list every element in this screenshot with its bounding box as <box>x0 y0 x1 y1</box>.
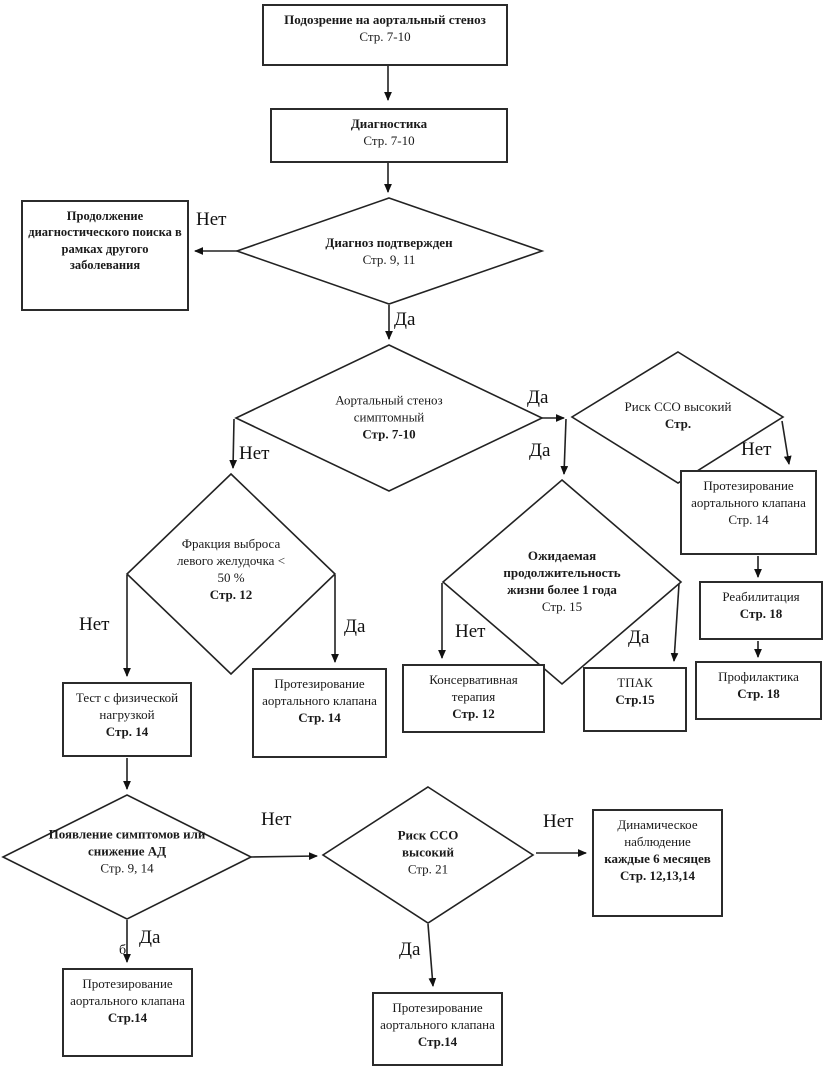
node-title: Подозрение на аортальный стеноз <box>284 12 486 27</box>
edge-label-yes-7: Да <box>399 939 421 960</box>
node-page: Стр. 9, 14 <box>100 860 154 876</box>
diamond-text-risk-cco-bottom: Риск ССО высокий Стр. 21 <box>373 828 483 879</box>
diamond-life-expectancy <box>441 478 683 686</box>
node-diagnostics: Диагностика Стр. 7-10 <box>270 108 508 163</box>
edge-label-no-2: Нет <box>239 443 270 464</box>
edge-label-no-7: Нет <box>543 811 574 832</box>
stray-b-label: б <box>119 943 127 958</box>
arrow-life-yes <box>670 583 680 662</box>
diamond-risk-cco-top <box>570 351 785 484</box>
edge-label-yes-3: Да <box>529 440 551 461</box>
node-page: Стр. 7-10 <box>363 132 415 148</box>
node-title: Аортальный стеноз симптомный <box>335 392 443 425</box>
edge-label-yes-6: Да <box>139 927 161 948</box>
node-avr-mid: Протезирование аортального клапана Стр. … <box>252 668 387 758</box>
node-title: Тест с физической нагрузкой <box>75 690 179 722</box>
node-dynamic-observation: Динамическое наблюдение каждые 6 месяцев… <box>592 809 723 917</box>
diamond-text-diagnosis-confirmed: Диагноз подтвержден Стр. 9, 11 <box>299 235 479 269</box>
node-page: Стр. 12,13,14 <box>620 867 695 883</box>
node-title: Протезирование аортального клапана <box>380 1000 495 1032</box>
node-title: Появление симптомов или снижение АД <box>48 826 206 859</box>
node-page: Стр. 21 <box>407 861 449 877</box>
diamond-symptoms-appear <box>1 794 253 920</box>
edge-label-no-1: Нет <box>196 209 227 230</box>
node-page: Стр. 14 <box>728 511 769 527</box>
node-title: Риск ССО высокий <box>624 399 732 415</box>
diamond-text-risk-cco-top: Риск ССО высокий Стр. <box>623 399 733 433</box>
node-page: Стр. 14 <box>298 709 341 725</box>
node-page: Стр. 7-10 <box>359 28 411 44</box>
diamond-text-symptomatic: Аортальный стеноз симптомный Стр. 7-10 <box>314 393 464 444</box>
node-title: Профилактика <box>718 669 799 684</box>
node-page: Стр.15 <box>615 691 655 707</box>
node-conservative: Консервативная терапия Стр. 12 <box>402 664 545 733</box>
arrow-junction-life-expectancy <box>560 418 569 475</box>
arrow-risk-bottom-yes <box>427 923 437 987</box>
node-line2: каждые 6 месяцев <box>604 850 711 866</box>
node-page: Стр.14 <box>107 1009 148 1025</box>
node-page: Стр. 18 <box>737 685 780 701</box>
diamond-text-ef-lv: Фракция выброса левого желудочка < 50 % … <box>174 536 288 604</box>
node-page: Стр. 9, 11 <box>362 252 416 267</box>
arrow-symptoms-no <box>250 852 318 861</box>
node-title: Диагностика <box>350 116 428 131</box>
diamond-text-symptoms-appear: Появление симптомов или снижение АД Стр.… <box>40 827 215 878</box>
edge-label-yes-5: Да <box>344 616 366 637</box>
diamond-symptomatic <box>234 344 544 492</box>
node-title: Реабилитация <box>722 589 800 604</box>
node-page: Стр. <box>664 416 692 431</box>
node-title: Протезирование аортального клапана <box>691 478 806 510</box>
edge-label-no-3: Нет <box>741 439 772 460</box>
diamond-ef-lv <box>125 472 337 676</box>
diamond-text-life-expectancy: Ожидаемая продолжительность жизни более … <box>486 548 638 616</box>
node-title: Продолжение диагностического поиска в ра… <box>28 209 182 272</box>
arrow-risk-top-no <box>781 420 792 465</box>
edge-label-no-4: Нет <box>455 621 486 642</box>
edge-label-yes-1: Да <box>394 309 416 330</box>
node-avr-bottom-left: Протезирование аортального клапана Стр.1… <box>62 968 193 1057</box>
node-title: Протезирование аортального клапана <box>262 676 377 708</box>
node-title: Диагноз подтвержден <box>325 235 453 251</box>
node-page: Стр. 7-10 <box>362 426 416 442</box>
node-title: Динамическое наблюдение <box>617 817 698 849</box>
node-page: Стр. 12 <box>209 586 253 602</box>
diamond-diagnosis-confirmed <box>234 197 545 305</box>
node-tpak: ТПАК Стр.15 <box>583 667 687 732</box>
edge-label-no-5: Нет <box>79 614 110 635</box>
diamond-risk-cco-bottom <box>321 786 535 924</box>
node-page: Стр. 18 <box>739 605 783 621</box>
node-page: Стр. 14 <box>105 723 149 739</box>
node-title: Риск ССО высокий <box>397 827 459 860</box>
edge-label-yes-2: Да <box>527 387 549 408</box>
node-title: Протезирование аортального клапана <box>70 976 185 1008</box>
node-title: Ожидаемая продолжительность жизни более … <box>503 548 621 597</box>
node-title: Консервативная терапия <box>429 672 518 704</box>
node-title: ТПАК <box>617 675 653 690</box>
edge-label-yes-4: Да <box>628 627 650 648</box>
node-suspicion: Подозрение на аортальный стеноз Стр. 7-1… <box>262 4 508 66</box>
node-prevention: Профилактика Стр. 18 <box>695 661 822 720</box>
node-continue-search: Продолжение диагностического поиска в ра… <box>21 200 189 311</box>
node-title: Фракция выброса левого желудочка < 50 % <box>176 536 286 585</box>
node-page: Стр. 12 <box>452 705 495 721</box>
node-stress-test: Тест с физической нагрузкой Стр. 14 <box>62 682 192 757</box>
node-page: Стр. 15 <box>541 598 583 614</box>
node-rehabilitation: Реабилитация Стр. 18 <box>699 581 823 640</box>
arrow-symptomatic-no <box>229 418 238 469</box>
node-avr-right: Протезирование аортального клапана Стр. … <box>680 470 817 555</box>
edge-label-no-6: Нет <box>261 809 292 830</box>
node-page: Стр.14 <box>417 1033 458 1049</box>
node-avr-bottom-mid: Протезирование аортального клапана Стр.1… <box>372 992 503 1066</box>
